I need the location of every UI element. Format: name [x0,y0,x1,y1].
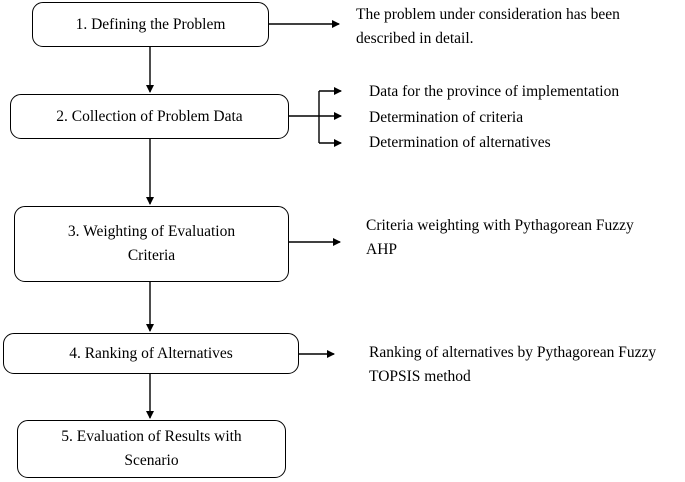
step-3-box: 3. Weighting of Evaluation Criteria [14,206,289,282]
step-4-box: 4. Ranking of Alternatives [3,333,299,374]
step-5-label: 5. Evaluation of Results with Scenario [61,428,242,469]
step-4-note: Ranking of alternatives by Pythagorean F… [369,341,656,389]
step-2-notes: Data for the province of implementation … [369,79,619,156]
step-3-note: Criteria weighting with Pythagorean Fuzz… [366,214,634,262]
step-2-box: 2. Collection of Problem Data [10,94,289,139]
step-1-label: 1. Defining the Problem [75,15,226,33]
step-3-note-line-1: Criteria weighting with Pythagorean Fuzz… [366,217,634,234]
step-3-note-line-2: AHP [366,241,398,258]
step-2-label: 2. Collection of Problem Data [56,107,243,125]
step-2-note-line-1: Data for the province of implementation [369,83,620,100]
step-3-label: 3. Weighting of Evaluation Criteria [67,223,236,264]
step-1-note-line-2: described in detail. [356,30,474,47]
step-1-note: The problem under consideration has been… [356,3,620,51]
step-1-box: 1. Defining the Problem [32,2,269,47]
step-4-note-line-2: TOPSIS method [369,368,471,385]
step-2-note-line-3: Determination of alternatives [369,134,551,151]
step-1-note-line-1: The problem under consideration has been [356,6,620,23]
step-2-note-line-2: Determination of criteria [369,108,524,126]
step-4-label: 4. Ranking of Alternatives [69,344,233,362]
step-4-note-line-1: Ranking of alternatives by Pythagorean F… [369,344,657,361]
step-5-box: 5. Evaluation of Results with Scenario [17,420,286,478]
